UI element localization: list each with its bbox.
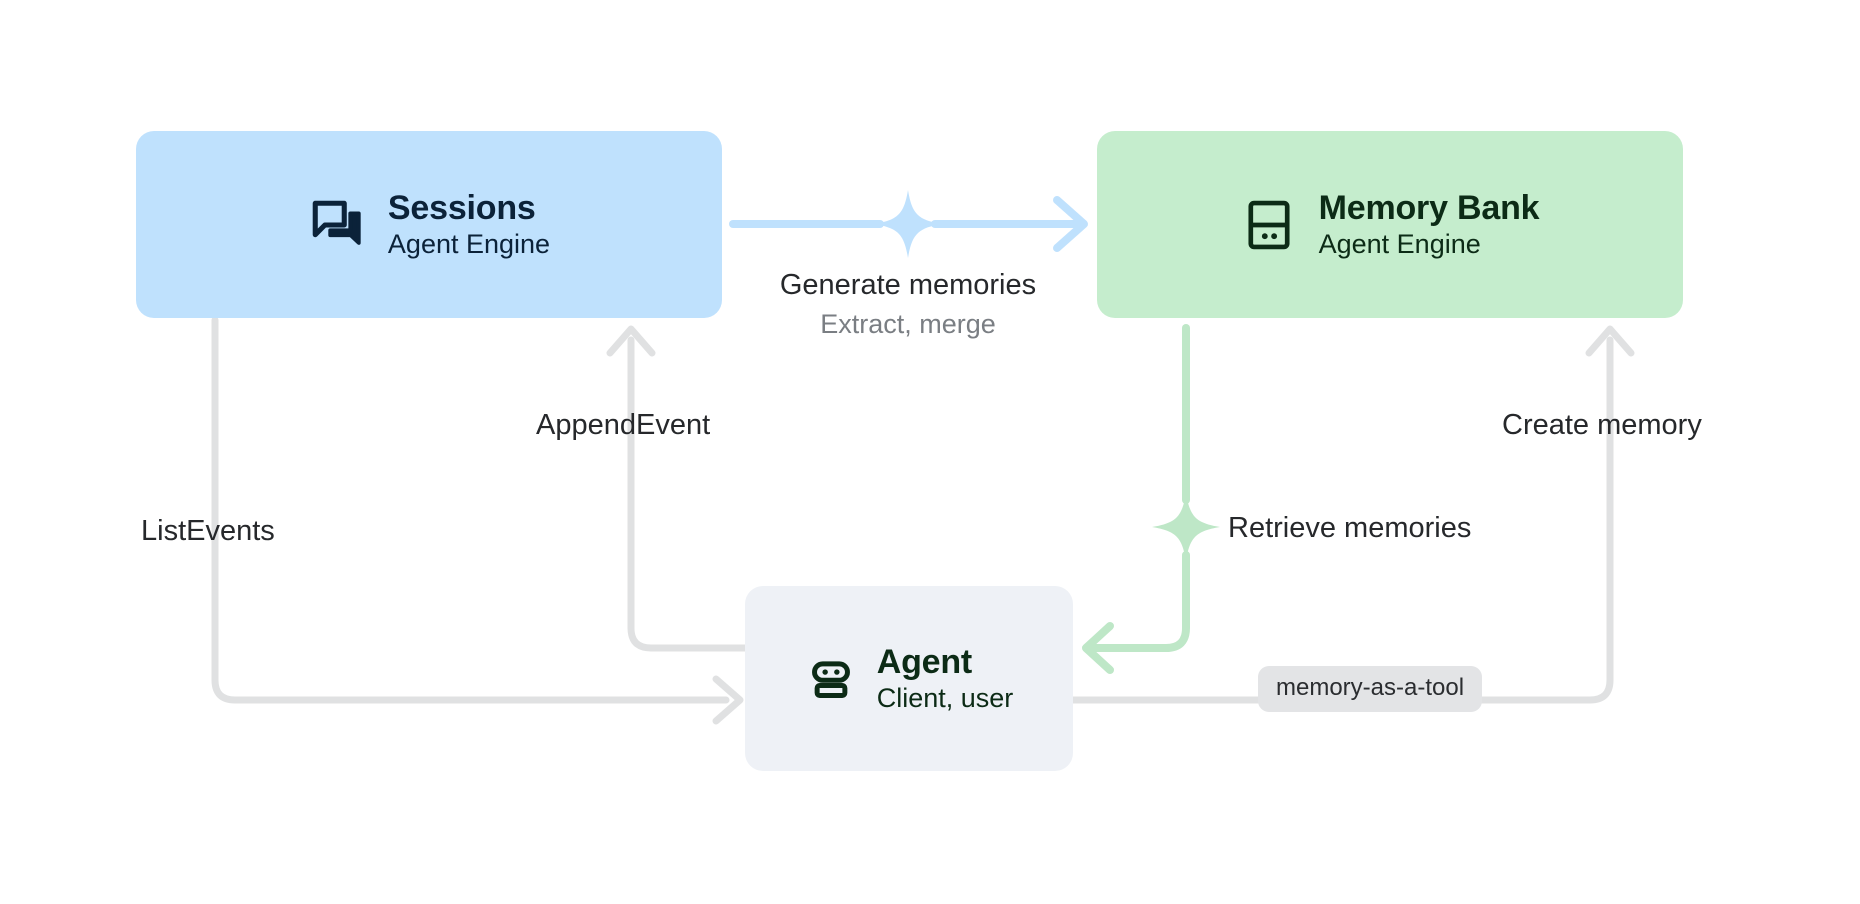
node-memory-bank[interactable]: Memory Bank Agent Engine — [1097, 131, 1683, 318]
arrowhead-retrieve-memories — [1082, 622, 1114, 674]
node-sessions[interactable]: Sessions Agent Engine — [136, 131, 722, 318]
node-memory-bank-text: Memory Bank Agent Engine — [1319, 189, 1540, 261]
node-agent-title: Agent — [876, 642, 973, 681]
sparkle-icon-retrieve — [1152, 493, 1220, 561]
edge-list-events — [211, 316, 744, 725]
label-list-events: ListEvents — [141, 515, 275, 547]
node-agent[interactable]: Agent Client, user — [745, 586, 1073, 771]
robot-icon — [805, 653, 857, 705]
node-agent-text: Agent Client, user — [877, 643, 1014, 715]
label-generate-memories-sub: Extract, merge — [820, 309, 996, 339]
edge-append-event — [606, 325, 749, 652]
forum-icon — [308, 196, 366, 254]
arrowhead-create-memory — [1585, 325, 1635, 357]
arrowhead-generate-memories — [1053, 196, 1088, 252]
database-icon — [1241, 197, 1297, 253]
node-memory-bank-title: Memory Bank — [1318, 188, 1540, 227]
node-sessions-subtitle: Agent Engine — [387, 228, 551, 259]
edge-create-memory — [1069, 325, 1635, 704]
node-sessions-text: Sessions Agent Engine — [388, 189, 550, 261]
arrowhead-append-event — [606, 325, 656, 357]
edge-retrieve-memories — [1082, 324, 1220, 674]
node-agent-subtitle: Client, user — [876, 682, 1014, 713]
node-memory-bank-subtitle: Agent Engine — [1318, 228, 1481, 259]
label-generate-memories: Generate memories — [779, 269, 1037, 301]
label-append-event: AppendEvent — [536, 409, 711, 441]
arrowhead-list-events — [712, 675, 744, 725]
label-create-memory: Create memory — [1502, 409, 1702, 441]
node-sessions-title: Sessions — [387, 188, 536, 227]
label-retrieve-memories: Retrieve memories — [1228, 512, 1472, 544]
badge-memory-as-a-tool: memory-as-a-tool — [1258, 666, 1483, 713]
edge-generate-memories — [729, 190, 1088, 258]
sparkle-icon-generate — [874, 190, 942, 258]
